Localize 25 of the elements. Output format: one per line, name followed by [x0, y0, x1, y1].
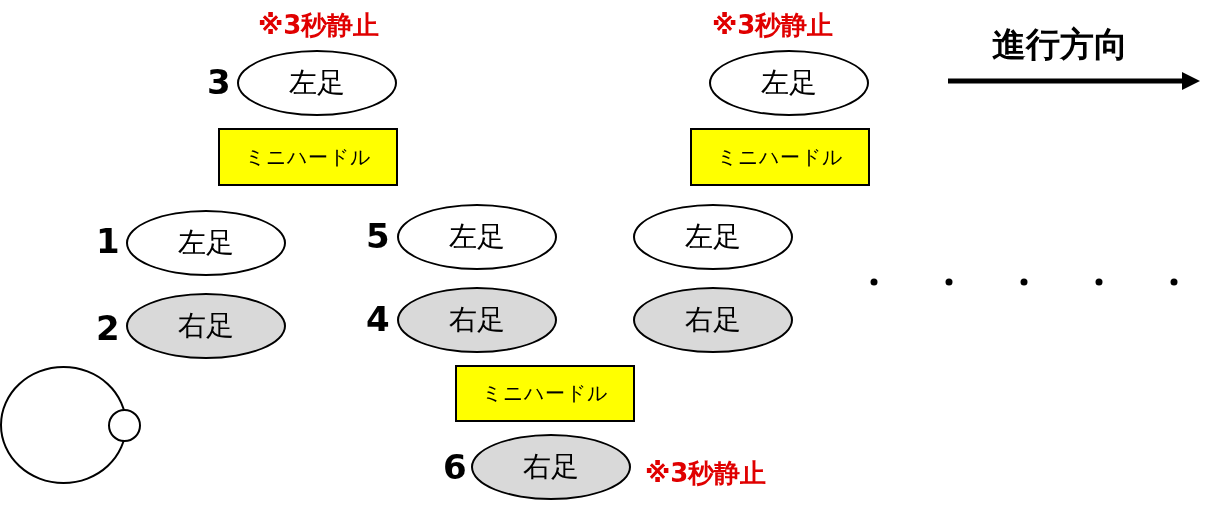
hurdle-label: ミニハードル: [482, 380, 608, 407]
foot-label: 左足: [289, 65, 345, 101]
pause-note: ※3秒静止: [258, 9, 380, 42]
step-number: 1: [96, 221, 120, 261]
step-number: 5: [366, 216, 390, 256]
step-number: 2: [96, 308, 120, 348]
foot-label: 右足: [685, 302, 741, 338]
mini-hurdle-box: [690, 128, 870, 186]
direction-label: 進行方向: [992, 23, 1128, 66]
foot-label: 右足: [523, 449, 579, 485]
pause-note: ※3秒静止: [645, 457, 767, 490]
step-number: 6: [443, 447, 467, 487]
step-number: 4: [366, 299, 390, 339]
foot-label: 左足: [178, 225, 234, 261]
foot-label: 右足: [178, 308, 234, 344]
hurdle-label: ミニハードル: [717, 143, 843, 171]
foot-label: 左足: [761, 65, 817, 101]
mini-hurdle-box: [455, 365, 635, 422]
mini-hurdle-box: [218, 128, 398, 186]
hurdle-label: ミニハードル: [245, 143, 371, 171]
pause-note: ※3秒静止: [712, 9, 834, 42]
foot-label: 左足: [449, 219, 505, 255]
step-number: 3: [207, 62, 231, 102]
foot-label: 右足: [449, 302, 505, 338]
foot-label: 左足: [685, 219, 741, 255]
